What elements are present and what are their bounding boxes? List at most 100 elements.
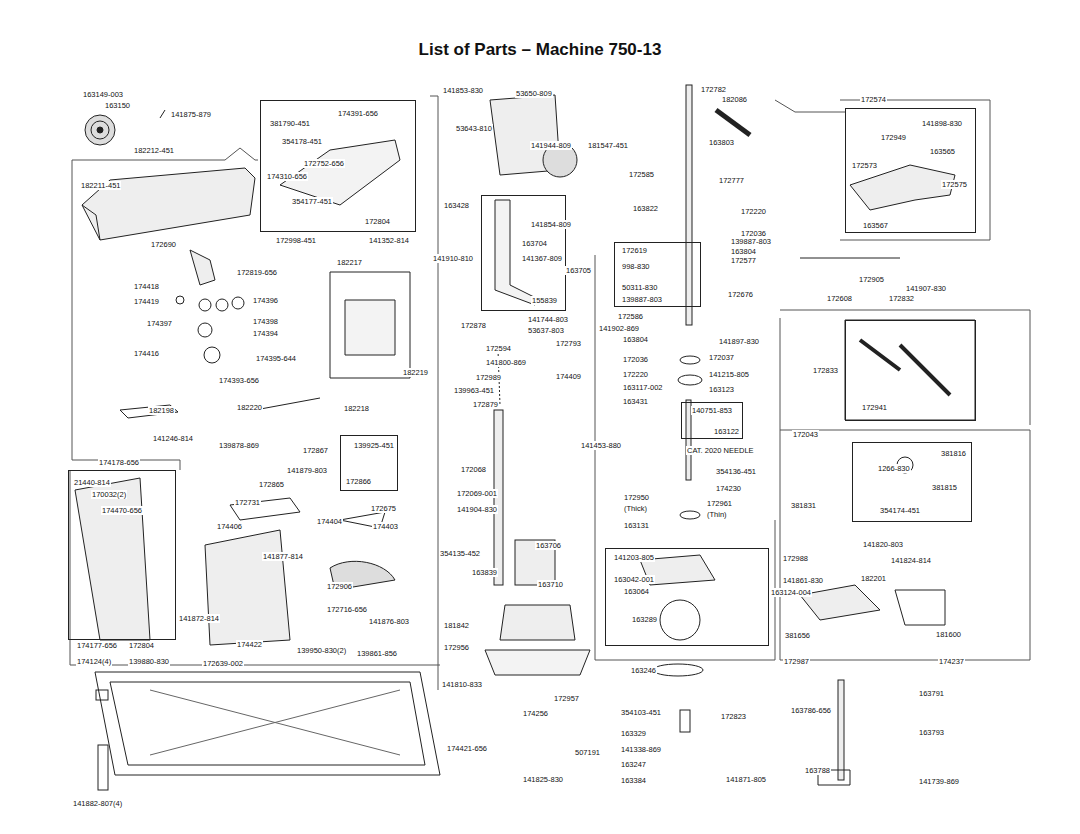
part-number: 172950 — [623, 493, 650, 502]
part-number: 163064 — [623, 587, 650, 596]
part-number: 174178-656 — [98, 458, 140, 467]
part-number: 174391-656 — [337, 109, 379, 118]
part-number: 170032(2) — [91, 490, 127, 499]
part-number: 141453-880 — [580, 441, 622, 450]
part-number: 163786-656 — [790, 706, 832, 715]
part-number: 172585 — [628, 170, 655, 179]
part-number: 141352-814 — [368, 236, 410, 245]
part-number: 163124-004 — [770, 588, 812, 597]
part-number: 172619 — [621, 246, 648, 255]
part-number: 141800-869 — [485, 358, 527, 367]
part-number: 141897-830 — [718, 337, 760, 346]
part-number: 172577 — [730, 256, 757, 265]
part-number: 172961 — [706, 499, 733, 508]
part-number: 174398 — [252, 317, 279, 326]
part-number: 163289 — [631, 615, 658, 624]
part-number: 163704 — [521, 239, 548, 248]
inset-box: 141203-805163042-001163064163289 — [605, 548, 769, 646]
part-number: 182217 — [336, 258, 363, 267]
part-number: 174396 — [252, 296, 279, 305]
inset-box: 174391-656381790-451354178-451172752-656… — [260, 100, 416, 232]
part-number: 163567 — [862, 221, 889, 230]
part-number: 21440-814 — [73, 478, 111, 487]
part-number: 174394 — [252, 329, 279, 338]
part-number: 163131 — [623, 521, 650, 530]
part-number: 141877-814 — [262, 552, 304, 561]
inset-box: 139925-451172866 — [340, 435, 398, 491]
part-number: 163431 — [622, 397, 649, 406]
part-number: 172804 — [128, 641, 155, 650]
part-number: 172586 — [617, 312, 644, 321]
part-number: 172867 — [302, 446, 329, 455]
part-number: (Thick) — [623, 504, 648, 513]
part-number: 182220 — [236, 403, 263, 412]
part-number: 182198 — [148, 406, 175, 415]
part-number: 163804 — [622, 335, 649, 344]
part-number: 174124(4) — [76, 657, 112, 666]
part-number: 172941 — [861, 403, 888, 412]
part-number: 354174-451 — [879, 506, 921, 515]
part-number: 174404 — [316, 517, 343, 526]
part-number: 163150 — [104, 101, 131, 110]
part-number: 172865 — [258, 480, 285, 489]
part-number: 141854-809 — [530, 220, 572, 229]
part-number: 139878-869 — [218, 441, 260, 450]
inset-box: 163704 141367-809 155839 — [481, 195, 566, 311]
part-number: 182086 — [721, 95, 748, 104]
inset-box: 140751-853163122 — [681, 402, 743, 439]
part-number: 174419 — [133, 297, 160, 306]
part-number: 141879-803 — [286, 466, 328, 475]
part-number: 141367-809 — [521, 254, 563, 263]
part-number: 163804 — [730, 247, 757, 256]
part-number: 172573 — [851, 161, 878, 170]
part-number: 172988 — [782, 554, 809, 563]
part-number: 172575 — [941, 180, 968, 189]
part-number: 172989 — [475, 373, 502, 382]
part-number: 163123 — [708, 385, 735, 394]
part-number: 354178-451 — [281, 137, 323, 146]
part-number: 507191 — [574, 748, 601, 757]
part-number: 172906 — [326, 582, 353, 591]
part-number: 163117-002 — [622, 383, 663, 392]
page-title: List of Parts – Machine 750-13 — [0, 40, 1080, 60]
part-number: 172639-002 — [202, 659, 244, 668]
part-number: 181842 — [443, 621, 470, 630]
part-number: 174237 — [938, 657, 965, 666]
part-number: 354103-451 — [620, 708, 662, 717]
part-number: 141338-869 — [620, 745, 662, 754]
part-number: 163246 — [630, 666, 657, 675]
part-number: 172716-656 — [326, 605, 368, 614]
part-number: 163122 — [713, 427, 740, 436]
part-number: 139887-803 — [621, 295, 663, 304]
part-number: 163428 — [443, 201, 470, 210]
part-number: 50311-830 — [621, 283, 658, 292]
part-number: 381656 — [784, 631, 811, 640]
part-number: 163384 — [620, 776, 647, 785]
part-number: 182201 — [860, 574, 887, 583]
part-number: CAT. 2020 NEEDLE — [686, 446, 755, 455]
part-number: 172956 — [443, 643, 470, 652]
part-number: 141824-814 — [890, 556, 932, 565]
part-number: 163710 — [537, 580, 564, 589]
part-number: 172675 — [370, 504, 397, 513]
part-number: 1266-830 — [877, 464, 911, 473]
part-number: 182219 — [402, 368, 429, 377]
part-number: 174418 — [133, 282, 160, 291]
part-number: 354136-451 — [715, 467, 757, 476]
part-number: 172987 — [783, 657, 810, 666]
part-number: 182211-451 — [80, 181, 121, 190]
part-number: 172777 — [718, 176, 745, 185]
part-number: 141203-805 — [613, 553, 655, 562]
part-number: 174409 — [555, 372, 582, 381]
part-number: 172676 — [727, 290, 754, 299]
part-number: 172731 — [234, 498, 261, 507]
part-number: 141215-805 — [708, 370, 750, 379]
part-number: 141904-830 — [456, 505, 498, 514]
part-number: 141875-879 — [170, 110, 212, 119]
part-number: 354135-452 — [439, 549, 481, 558]
part-number: 163705 — [565, 266, 592, 275]
part-number: 155839 — [531, 296, 558, 305]
part-number: 172804 — [364, 217, 391, 226]
part-number: 163822 — [632, 204, 659, 213]
part-number: 139950-830(2) — [296, 646, 347, 655]
